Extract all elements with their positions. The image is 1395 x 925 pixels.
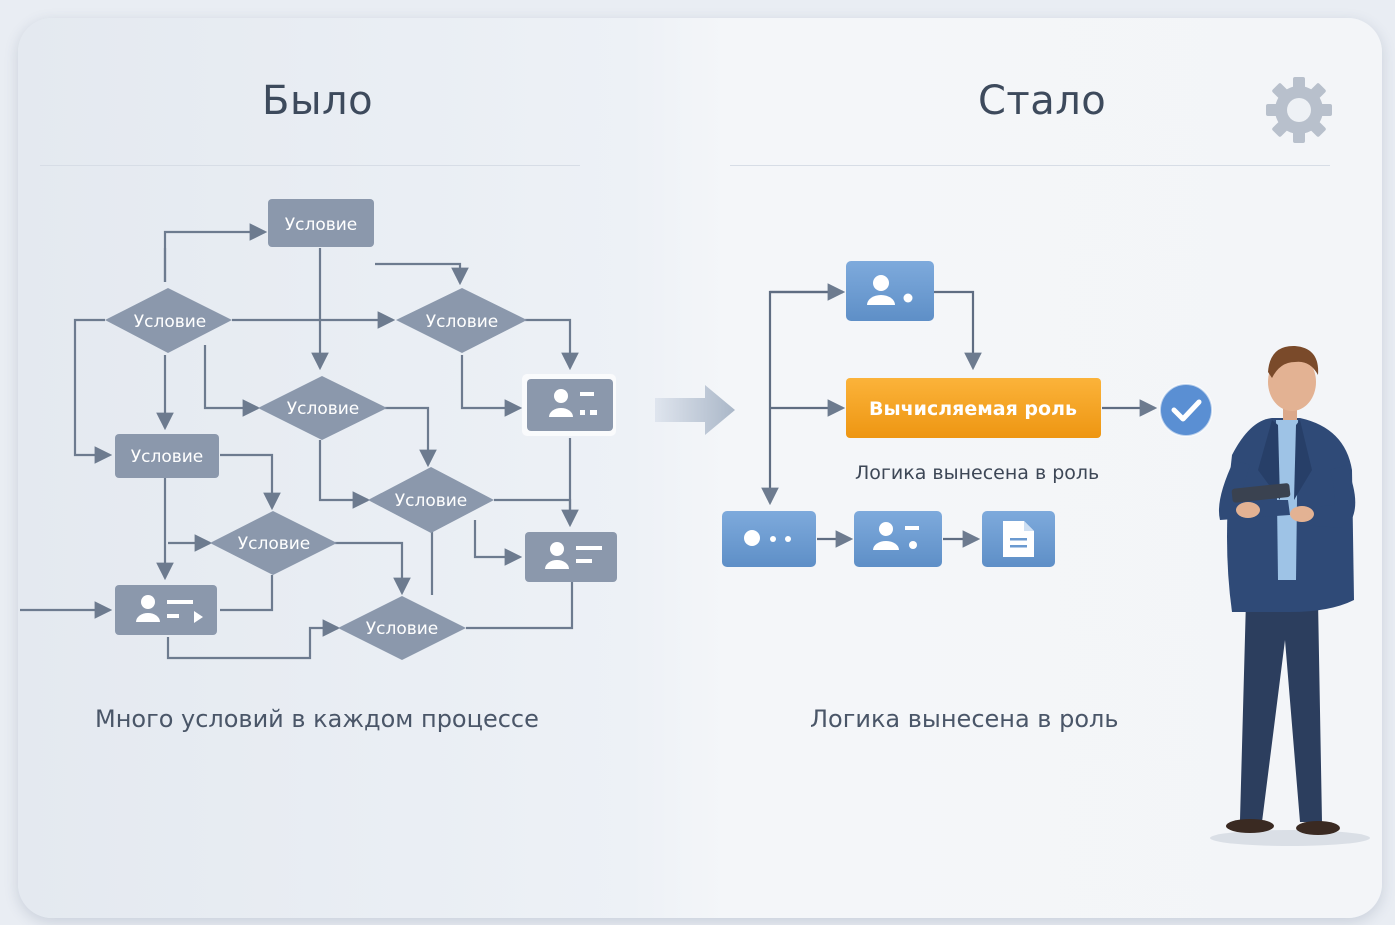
before-caption: Много условий в каждом процессе [95,705,539,733]
person-card-icon [873,522,919,550]
after-divider [730,165,1330,166]
person-card-node-1 [522,374,616,436]
flow-document-node [982,511,1055,567]
before-divider [40,165,580,166]
condition-box-left-label: Условие [131,447,204,467]
condition-diamond-3-label: Условие [287,399,360,419]
condition-diamond-5: Условие [210,511,337,575]
before-title: Было [262,78,374,124]
role-source-node [846,261,934,321]
person-card-icon [136,595,203,623]
after-caption: Логика вынесена в роль [810,705,1119,733]
after-subcaption: Логика вынесена в роль [855,462,1100,484]
document-icon [1003,521,1034,557]
condition-diamond-5-label: Условие [238,534,311,554]
condition-box-top-label: Условие [285,215,358,235]
condition-diamond-2-label: Условие [426,312,499,332]
gear-icon [1266,77,1332,143]
person-icon [867,275,913,305]
condition-diamond-4: Условие [368,467,494,533]
person-card-node-2 [525,532,617,582]
computed-role-label: Вычисляемая роль [869,398,1077,420]
condition-diamond-2: Условие [396,288,527,353]
before-connectors [20,223,579,660]
flow-start-node [722,511,816,567]
condition-diamond-4-label: Условие [395,491,468,511]
condition-box-top: Условие [268,199,374,247]
condition-diamond-6-label: Условие [366,619,439,639]
person-card-icon [545,542,602,569]
condition-diamond-1-label: Условие [134,312,207,332]
after-connectors [761,283,1158,548]
person-card-node-3 [115,585,217,635]
arrow-right-icon [655,385,735,435]
person-illustration [1210,345,1370,846]
after-title: Стало [978,78,1107,124]
flow-person-node [854,511,942,567]
person-card-icon [549,389,597,417]
condition-diamond-6: Условие [338,596,466,660]
check-circle-icon [1159,383,1213,437]
condition-diamond-3: Условие [258,376,387,440]
computed-role-node: Вычисляемая роль [846,378,1101,438]
comparison-card [18,18,1382,918]
condition-diamond-1: Условие [105,288,232,353]
condition-box-left: Условие [115,434,219,478]
